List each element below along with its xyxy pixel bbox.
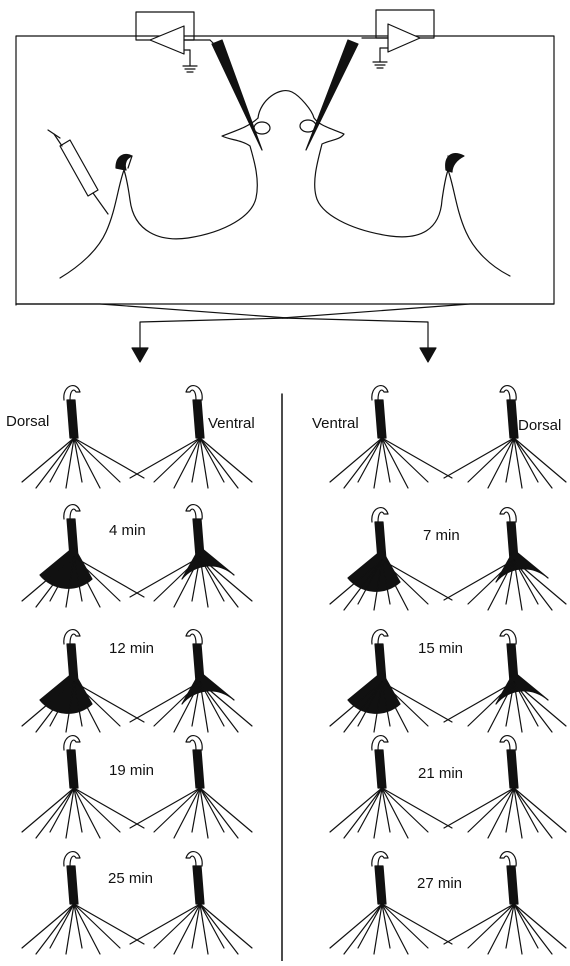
muscle-segment — [193, 400, 204, 438]
amplifier-right-icon — [362, 10, 434, 68]
leg-claw — [64, 630, 80, 644]
nerve-branch — [514, 788, 566, 832]
nerve-branch — [36, 904, 74, 954]
arrow-down-icon — [132, 348, 148, 362]
muscle-segment — [67, 400, 78, 438]
electrode-icon — [212, 40, 262, 150]
leg-claw — [372, 508, 388, 522]
leg-claw — [500, 386, 516, 400]
nerve-branch — [514, 788, 552, 838]
connector — [140, 318, 288, 348]
apparatus — [16, 10, 554, 362]
nerve-branch — [36, 438, 74, 488]
muscle-segment — [193, 866, 204, 904]
muscle-segment — [507, 750, 518, 788]
nerve-branch — [514, 904, 552, 954]
syringe-icon — [48, 130, 108, 214]
connector — [282, 318, 428, 348]
nerve-branch — [200, 904, 238, 954]
nerve-branch — [22, 438, 74, 482]
nerve-branch — [200, 557, 252, 601]
leg-claw — [64, 852, 80, 866]
leg-claw — [186, 505, 202, 519]
label-dorsal-left: Dorsal — [6, 414, 49, 429]
muscle-segment — [67, 750, 78, 788]
leg-claw — [64, 386, 80, 400]
ground-icon — [183, 66, 197, 72]
arrow-down-icon — [420, 348, 436, 362]
nerve-branch — [200, 438, 238, 488]
nerve-branch — [330, 904, 382, 948]
nerve-branch — [200, 788, 252, 832]
nerve-branch — [36, 788, 74, 838]
timepoint-label: 7 min — [423, 528, 460, 543]
nerve-branch — [514, 560, 566, 604]
leg-claw — [500, 508, 516, 522]
muscle-segment — [507, 400, 518, 438]
leg-claw — [500, 852, 516, 866]
leg-claw — [372, 386, 388, 400]
leg-claw — [372, 630, 388, 644]
leg-claw — [186, 852, 202, 866]
nerve-branch — [344, 788, 382, 838]
muscle-segment — [67, 866, 78, 904]
ganglion — [300, 120, 316, 132]
timepoint-label: 12 min — [109, 641, 154, 656]
nerve-branch — [514, 904, 566, 948]
label-dorsal-right: Dorsal — [518, 418, 561, 433]
leg-claw — [372, 852, 388, 866]
connector — [282, 304, 554, 318]
leg-claw — [186, 386, 202, 400]
ground-icon — [373, 62, 387, 68]
timepoint-label: 15 min — [418, 641, 463, 656]
nerve-branch — [200, 682, 252, 726]
timepoint-label: 19 min — [109, 763, 154, 778]
leg-claw — [500, 630, 516, 644]
timepoint-label: 4 min — [109, 523, 146, 538]
nerve-branch — [200, 788, 238, 838]
nerve-branch — [514, 438, 552, 488]
leg-claw — [372, 736, 388, 750]
timepoint-label: 27 min — [417, 876, 462, 891]
apparatus-frame — [16, 36, 554, 304]
leg-claw — [500, 736, 516, 750]
specimen-outline — [60, 118, 258, 278]
nerve-branch — [330, 788, 382, 832]
nerve-branch — [200, 904, 252, 948]
timepoint-label: 25 min — [108, 871, 153, 886]
connector — [16, 304, 288, 318]
nerve-branch — [22, 788, 74, 832]
nerve-branch — [22, 904, 74, 948]
leg-claw — [186, 736, 202, 750]
timepoint-label: 21 min — [418, 766, 463, 781]
label-ventral-right: Ventral — [312, 416, 359, 431]
specimen-outline — [258, 91, 510, 276]
nerve-branch — [514, 438, 566, 482]
label-ventral-left: Ventral — [208, 416, 255, 431]
muscle-segment — [375, 750, 386, 788]
leg-claw — [186, 630, 202, 644]
amplifier-left-icon — [136, 12, 220, 72]
muscle-segment — [507, 866, 518, 904]
nerve-branch — [330, 438, 382, 482]
nerve-branch — [344, 438, 382, 488]
electrode-icon — [306, 40, 358, 150]
ganglion — [254, 122, 270, 134]
leg-sketches — [22, 386, 566, 954]
muscle-segment — [375, 400, 386, 438]
leg-claw — [64, 736, 80, 750]
leg-claw — [64, 505, 80, 519]
muscle-segment — [193, 750, 204, 788]
nerve-branch — [200, 438, 252, 482]
nerve-branch — [514, 682, 566, 726]
muscle-segment — [375, 866, 386, 904]
nerve-branch — [344, 904, 382, 954]
